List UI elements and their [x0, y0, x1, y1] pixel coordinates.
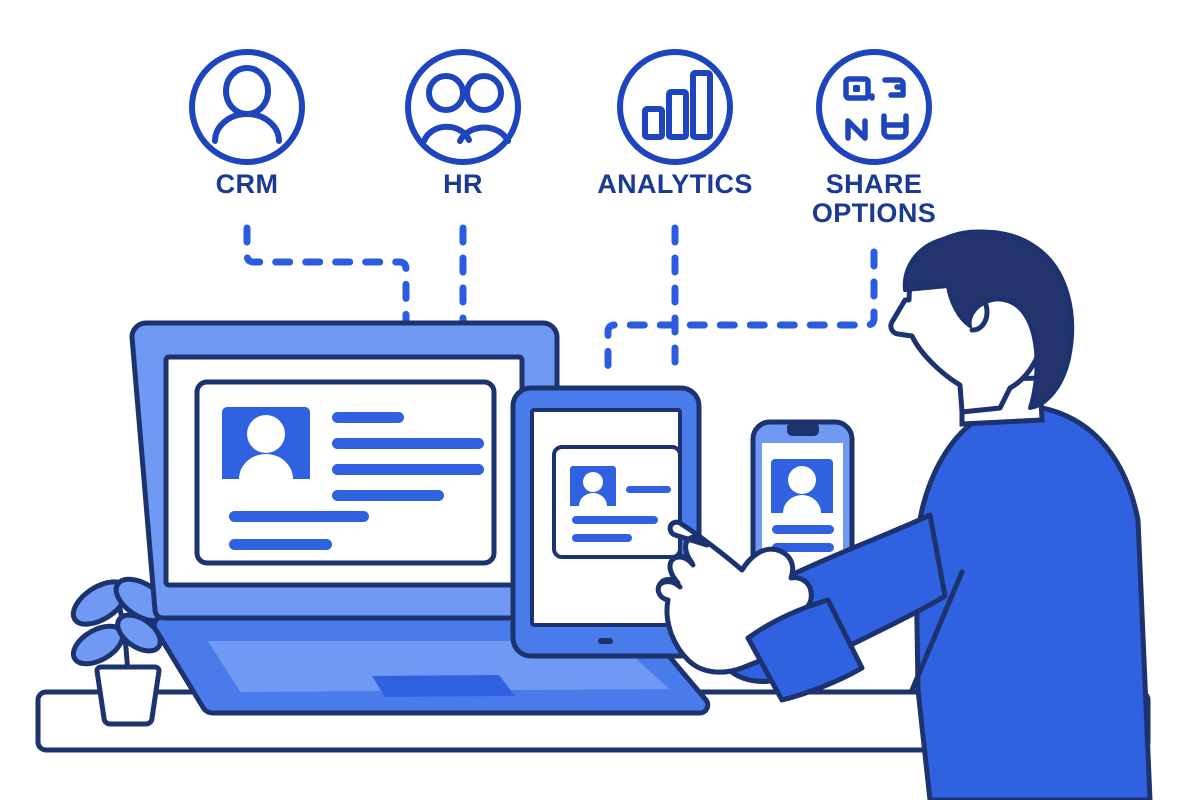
plant-pot — [94, 664, 162, 727]
text-line — [229, 539, 332, 550]
person-torso — [913, 402, 1153, 800]
bar-chart-icon — [617, 49, 733, 165]
tablet-contact-card[interactable] — [552, 445, 682, 559]
text-line — [229, 511, 369, 522]
text-line — [332, 412, 404, 423]
person-figure — [712, 229, 1153, 800]
phone-contact-card[interactable] — [771, 459, 834, 552]
text-line — [572, 534, 632, 542]
text-line — [332, 464, 484, 475]
person-hair — [902, 229, 1075, 410]
label-crm: CRM — [216, 169, 279, 199]
single-person-icon — [189, 49, 305, 165]
text-line — [332, 490, 444, 501]
label-analytics: ANALYTICS — [597, 169, 753, 199]
laptop-trackpad — [372, 675, 515, 697]
hand-cuff — [745, 597, 865, 703]
connector-lines — [243, 224, 878, 382]
icon-node-analytics[interactable] — [617, 49, 733, 165]
card-text-lines — [772, 525, 834, 552]
label-share-options-line2: OPTIONS — [812, 198, 936, 228]
icon-node-hr[interactable] — [405, 49, 521, 165]
phone-notch — [787, 424, 819, 436]
label-share-options-line1: SHARE — [826, 169, 923, 199]
plant-leaf — [115, 612, 163, 654]
connector-share-options — [604, 248, 878, 382]
user-avatar — [222, 407, 310, 479]
tablet-home-button[interactable] — [598, 638, 613, 644]
icon-node-share-options[interactable] — [816, 49, 932, 165]
text-line — [332, 438, 484, 449]
pointing-hand — [655, 519, 865, 703]
text-line — [626, 486, 671, 493]
qr-code-icon — [816, 49, 932, 165]
label-hr: HR — [443, 169, 483, 199]
text-line — [772, 525, 834, 534]
laptop-contact-card[interactable] — [194, 379, 497, 566]
user-avatar — [771, 459, 833, 513]
sleeve-crease — [909, 569, 965, 693]
two-people-icon — [405, 49, 521, 165]
connector-crm — [243, 224, 410, 330]
icon-node-crm[interactable] — [189, 49, 305, 165]
card-text-lines — [572, 486, 671, 542]
user-avatar — [570, 466, 616, 506]
card-text-lines — [229, 412, 484, 550]
text-line — [772, 543, 834, 552]
text-line — [572, 516, 658, 524]
node-labels: CRM HR ANALYTICS SHARE OPTIONS — [216, 169, 936, 228]
tablet[interactable] — [510, 385, 702, 659]
